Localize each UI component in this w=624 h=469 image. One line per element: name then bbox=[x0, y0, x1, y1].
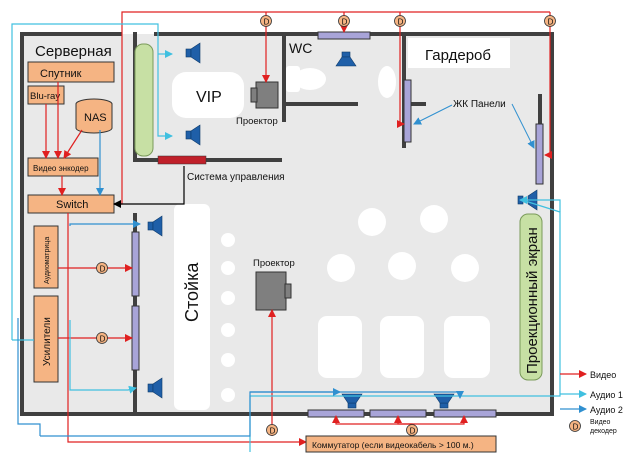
square-tables bbox=[318, 316, 490, 378]
svg-text:Аудиоматрица: Аудиоматрица bbox=[44, 237, 51, 284]
round-tables bbox=[327, 205, 479, 282]
decoder-icon: D bbox=[544, 15, 556, 27]
wc-toilet bbox=[294, 68, 326, 90]
decoder-icon: D bbox=[406, 424, 418, 436]
audio-matrix-box: Аудиоматрица bbox=[33, 225, 59, 289]
speaker-icon bbox=[147, 377, 163, 399]
svg-text:Спутник: Спутник bbox=[40, 68, 82, 80]
wardrobe-area bbox=[408, 38, 510, 68]
svg-text:D: D bbox=[342, 18, 348, 27]
wall-panel-bottom-3 bbox=[433, 409, 497, 418]
wc-label: WC bbox=[289, 40, 312, 56]
svg-text:NAS: NAS bbox=[84, 112, 107, 124]
audio2-cables bbox=[17, 130, 464, 437]
legend-video: Видео bbox=[590, 370, 616, 380]
projection-screen bbox=[519, 213, 543, 381]
legend-decoder-text-line2: декодер bbox=[590, 428, 617, 435]
satellite-box: Спутник bbox=[27, 61, 115, 83]
decoder-icon: D bbox=[266, 424, 278, 436]
decoder-icon: D bbox=[96, 332, 108, 344]
svg-text:D: D bbox=[410, 427, 416, 436]
wall-panel-bottom-1 bbox=[307, 409, 365, 418]
control-line bbox=[113, 166, 185, 208]
wall-panel-bottom-2 bbox=[369, 409, 427, 418]
speaker-icon bbox=[335, 51, 357, 67]
projection-screen-label: Проекционный экран bbox=[524, 227, 541, 374]
bar-stools bbox=[221, 233, 235, 402]
legend: Видео Аудио 1 Аудио 2 D Видео декодер bbox=[560, 370, 623, 435]
lcd-panel-1 bbox=[403, 79, 412, 143]
projector-main bbox=[255, 271, 292, 311]
control-system-bar bbox=[157, 155, 207, 165]
wc-basin bbox=[378, 66, 396, 98]
wall-panel-left-lower bbox=[131, 305, 140, 371]
lcd-pointer-2 bbox=[511, 103, 535, 149]
svg-text:Blu-ray: Blu-ray bbox=[30, 91, 60, 102]
commutator-box bbox=[305, 435, 497, 453]
speaker-icon bbox=[147, 215, 163, 237]
svg-text:D: D bbox=[100, 265, 106, 274]
lcd-pointer-1 bbox=[413, 104, 453, 125]
speaker-icon bbox=[185, 42, 201, 64]
svg-text:D: D bbox=[270, 427, 276, 436]
vip-wall-screen bbox=[134, 43, 154, 157]
wardrobe-label: Гардероб bbox=[425, 47, 491, 64]
vip-sofa bbox=[172, 72, 244, 118]
bar-counter bbox=[174, 204, 210, 410]
switch-box: Switch bbox=[27, 194, 115, 214]
lcd-panel-2 bbox=[535, 123, 544, 185]
video-encoder-box: Видео энкодер bbox=[27, 157, 99, 177]
projector-vip-label: Проектор bbox=[236, 116, 278, 127]
amplifiers-box: Усилители bbox=[33, 295, 59, 383]
svg-text:D: D bbox=[573, 423, 579, 432]
decoder-icon: D bbox=[394, 15, 406, 27]
decoder-icon: D bbox=[260, 15, 272, 27]
projector-main-label: Проектор bbox=[253, 258, 295, 269]
commutator-label: Коммутатор (если видеокабель > 100 м.) bbox=[312, 440, 474, 450]
legend-decoder: Видео декодер bbox=[590, 419, 617, 435]
bar-label: Стойка bbox=[182, 262, 202, 322]
decoder-icons: D D D D D D D D bbox=[96, 15, 556, 436]
svg-text:Видео энкодер: Видео энкодер bbox=[33, 164, 89, 173]
wc-sink bbox=[286, 66, 300, 92]
svg-text:Усилители: Усилители bbox=[42, 317, 53, 366]
legend-audio2: Аудио 2 bbox=[590, 405, 623, 415]
server-room-label: Серверная bbox=[35, 43, 112, 60]
svg-text:Switch: Switch bbox=[56, 199, 88, 211]
decoder-icon: D bbox=[338, 15, 350, 27]
video-cables bbox=[42, 11, 552, 446]
wall-panel-left-upper bbox=[131, 231, 140, 297]
svg-text:D: D bbox=[100, 335, 106, 344]
control-system-label: Система управления bbox=[187, 172, 285, 183]
lcd-panels-label: ЖК Панели bbox=[453, 99, 506, 110]
vip-label: VIP bbox=[196, 89, 222, 106]
svg-text:D: D bbox=[398, 18, 404, 27]
nas-storage: NAS bbox=[75, 98, 113, 134]
wall-panel-top bbox=[317, 31, 371, 40]
speaker-icon bbox=[185, 124, 201, 146]
legend-audio1: Аудио 1 bbox=[590, 390, 623, 400]
svg-text:D: D bbox=[264, 18, 270, 27]
decoder-icon: D bbox=[96, 262, 108, 274]
legend-decoder-text: Видео bbox=[590, 419, 611, 426]
svg-text:D: D bbox=[548, 18, 554, 27]
